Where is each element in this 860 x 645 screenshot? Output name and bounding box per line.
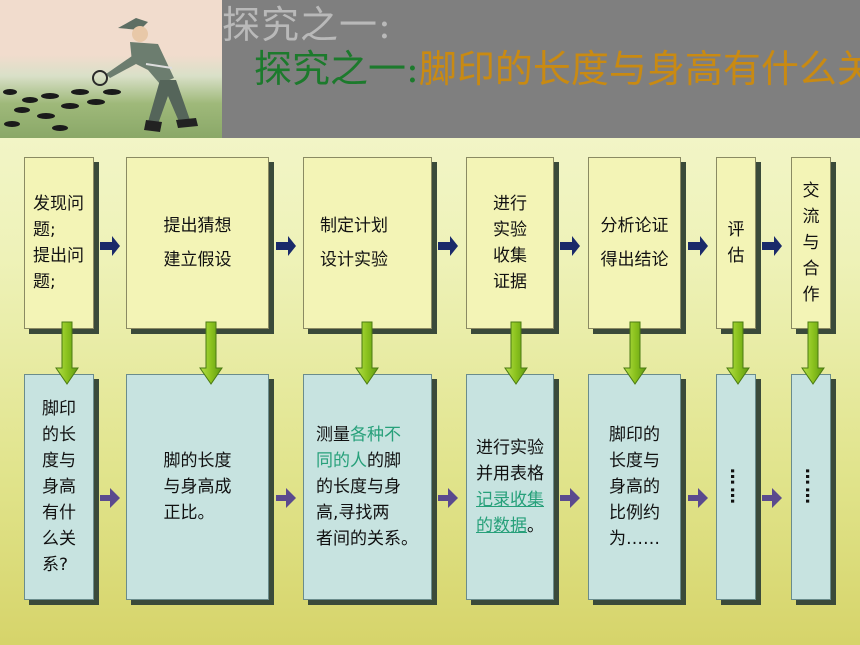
detail-box-analyze: 脚印的 长度与 身高的 比例约 为…… [588, 374, 681, 600]
detail-text: 测量各种不 同的人的脚 的长度与身 高,寻找两 者间的关系。 [316, 422, 418, 552]
detail-box-communicate: …… [791, 374, 831, 600]
detail-label: …… [801, 468, 821, 506]
step-label: 发现问 题; 提出问 题; [33, 194, 84, 292]
footprint [3, 89, 17, 95]
detail-text-part: 测量 [316, 425, 350, 445]
detail-label: 脚印的 长度与 身高的 比例约 为…… [609, 425, 660, 549]
right-arrow [560, 236, 580, 256]
step-box-evaluate: 评 估 [716, 157, 756, 329]
right-arrow [276, 488, 296, 508]
step-box-hypothesis: 提出猜想 建立假设 [126, 157, 269, 329]
step-label: 分析论证 得出结论 [600, 216, 669, 270]
step-box-discover: 发现问 题; 提出问 题; [24, 157, 94, 329]
footprint [52, 125, 68, 131]
header-photo [0, 0, 222, 138]
title-prefix: 探究之一: [254, 47, 419, 91]
step-label: 进行 实验 收集 证据 [493, 194, 527, 292]
footprint [41, 93, 59, 99]
footprint [22, 97, 38, 103]
detail-box-question: 脚印 的长 度与 身高 有什 么关 系? [24, 374, 94, 600]
right-arrow [276, 236, 296, 256]
footprint [14, 107, 30, 113]
right-arrow [438, 488, 458, 508]
officer-figure [92, 18, 198, 132]
footprint [103, 89, 121, 95]
footprint [37, 113, 55, 119]
detail-label: 脚的长度 与身高成 正比。 [163, 451, 232, 523]
right-arrow [100, 488, 120, 508]
right-arrow [762, 236, 782, 256]
detail-box-evaluate: …… [716, 374, 756, 600]
right-arrow [688, 236, 708, 256]
detail-box-experiment: 进行实验 并用表格 记录收集 的数据。 [466, 374, 554, 600]
step-box-experiment: 进行 实验 收集 证据 [466, 157, 554, 329]
footprint [4, 121, 20, 127]
step-box-plan: 制定计划 设计实验 [303, 157, 432, 329]
detail-text: 进行实验 并用表格 记录收集 的数据。 [476, 435, 544, 539]
detail-box-hypothesis: 脚的长度 与身高成 正比。 [126, 374, 269, 600]
step-box-communicate: 交 流 与 合 作 [791, 157, 831, 329]
step-box-analyze: 分析论证 得出结论 [588, 157, 681, 329]
detail-text-part: 进行实验 并用表格 [476, 438, 544, 484]
right-arrow [688, 488, 708, 508]
step-label: 评 估 [727, 220, 745, 266]
detail-box-plan: 测量各种不 同的人的脚 的长度与身 高,寻找两 者间的关系。 [303, 374, 432, 600]
detail-label: …… [726, 468, 746, 506]
right-arrow [762, 488, 782, 508]
detail-label: 脚印 的长 度与 身高 有什 么关 系? [42, 399, 76, 575]
detail-text-part: 。 [527, 516, 544, 536]
right-arrow [100, 236, 120, 256]
footprint [61, 103, 79, 109]
footprint [71, 89, 89, 95]
detail-highlight: 记录收集 的数据 [476, 490, 544, 536]
detail-highlight: 各种不 同的人 [316, 425, 401, 471]
step-label: 制定计划 设计实验 [320, 216, 388, 270]
step-label: 交 流 与 合 作 [802, 181, 820, 305]
title-echo: 探究之一: [222, 3, 392, 47]
footprint [87, 99, 105, 105]
right-arrow [560, 488, 580, 508]
detail-text-part: 的脚 的长度与身 高,寻找两 者间的关系。 [316, 451, 418, 549]
step-label: 提出猜想 建立假设 [163, 216, 232, 270]
right-arrow [438, 236, 458, 256]
